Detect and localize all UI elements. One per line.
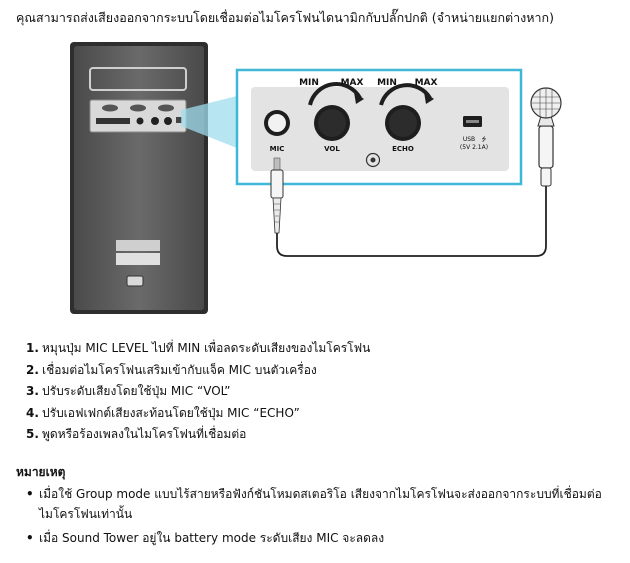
note-list: เมื่อใช้ Group mode แบบไร้สายหรือฟังก์ชั… (26, 484, 621, 552)
note-heading: หมายเหตุ (16, 465, 66, 479)
intro-text: คุณสามารถส่งเสียงออกจากระบบโดยเชื่อมต่อไ… (16, 10, 554, 25)
step-item: 5.พูดหรือร้องเพลงในไมโครโฟนที่เชื่อมต่อ (26, 424, 370, 446)
sound-tower-speaker (70, 42, 208, 314)
vol-max-label: MAX (341, 78, 364, 88)
usb-label: USB (463, 136, 475, 143)
step-number: 5. (26, 427, 39, 441)
step-number: 2. (26, 362, 39, 377)
speaker-control-panel (89, 99, 187, 133)
step-text: เชื่อมต่อไมโครโฟนเสริมเข้ากับแจ็ค MIC บน… (42, 362, 317, 377)
usb-port (463, 116, 482, 127)
mic-plug (270, 157, 284, 234)
echo-max-label: MAX (415, 78, 438, 88)
usb-spec-label: (5V 2.1A) (460, 144, 488, 151)
callout-connector (181, 96, 237, 148)
group-link-icon (365, 152, 381, 168)
step-item: 4.ปรับเอฟเฟกต์เสียงสะท้อนโดยใช้ปุ่ม MIC … (26, 403, 370, 425)
echo-min-label: MIN (377, 78, 397, 88)
mic-panel (251, 87, 509, 171)
instruction-steps: 1.หมุนปุ่ม MIC LEVEL ไปที่ MIN เพื่อลดระ… (26, 338, 370, 446)
vol-label: VOL (324, 145, 340, 153)
echo-label: ECHO (392, 145, 414, 153)
step-item: 1.หมุนปุ่ม MIC LEVEL ไปที่ MIN เพื่อลดระ… (26, 338, 370, 360)
mic-label: MIC (270, 145, 285, 153)
vol-min-label: MIN (299, 78, 319, 88)
step-number: 3. (26, 384, 39, 398)
step-number: 4. (26, 405, 39, 420)
note-item: เมื่อ Sound Tower อยู่ใน battery mode ระ… (26, 528, 621, 548)
step-text: ปรับเอฟเฟกต์เสียงสะท้อนโดยใช้ปุ่ม MIC “E… (42, 405, 300, 420)
vol-knob (308, 81, 364, 141)
step-text: ปรับระดับเสียงโดยใช้ปุ่ม MIC “VOL” (42, 384, 231, 398)
step-text: พูดหรือร้องเพลงในไมโครโฟนที่เชื่อมต่อ (42, 427, 247, 441)
note-item: เมื่อใช้ Group mode แบบไร้สายหรือฟังก์ชั… (26, 484, 621, 524)
step-number: 1. (26, 341, 39, 355)
step-text: หมุนปุ่ม MIC LEVEL ไปที่ MIN เพื่อลดระดั… (42, 341, 371, 355)
mic-jack (264, 110, 290, 136)
connection-diagram: MIC MIN MAX VOL MIN MAX ECHO USB ⭍ (5V 2… (70, 42, 562, 314)
echo-knob (379, 83, 434, 141)
mic-cable (276, 186, 547, 257)
step-item: 2.เชื่อมต่อไมโครโฟนเสริมเข้ากับแจ็ค MIC … (26, 360, 370, 382)
microphone (530, 87, 562, 187)
usb-icon: ⭍ (482, 135, 487, 143)
step-item: 3.ปรับระดับเสียงโดยใช้ปุ่ม MIC “VOL” (26, 381, 370, 403)
